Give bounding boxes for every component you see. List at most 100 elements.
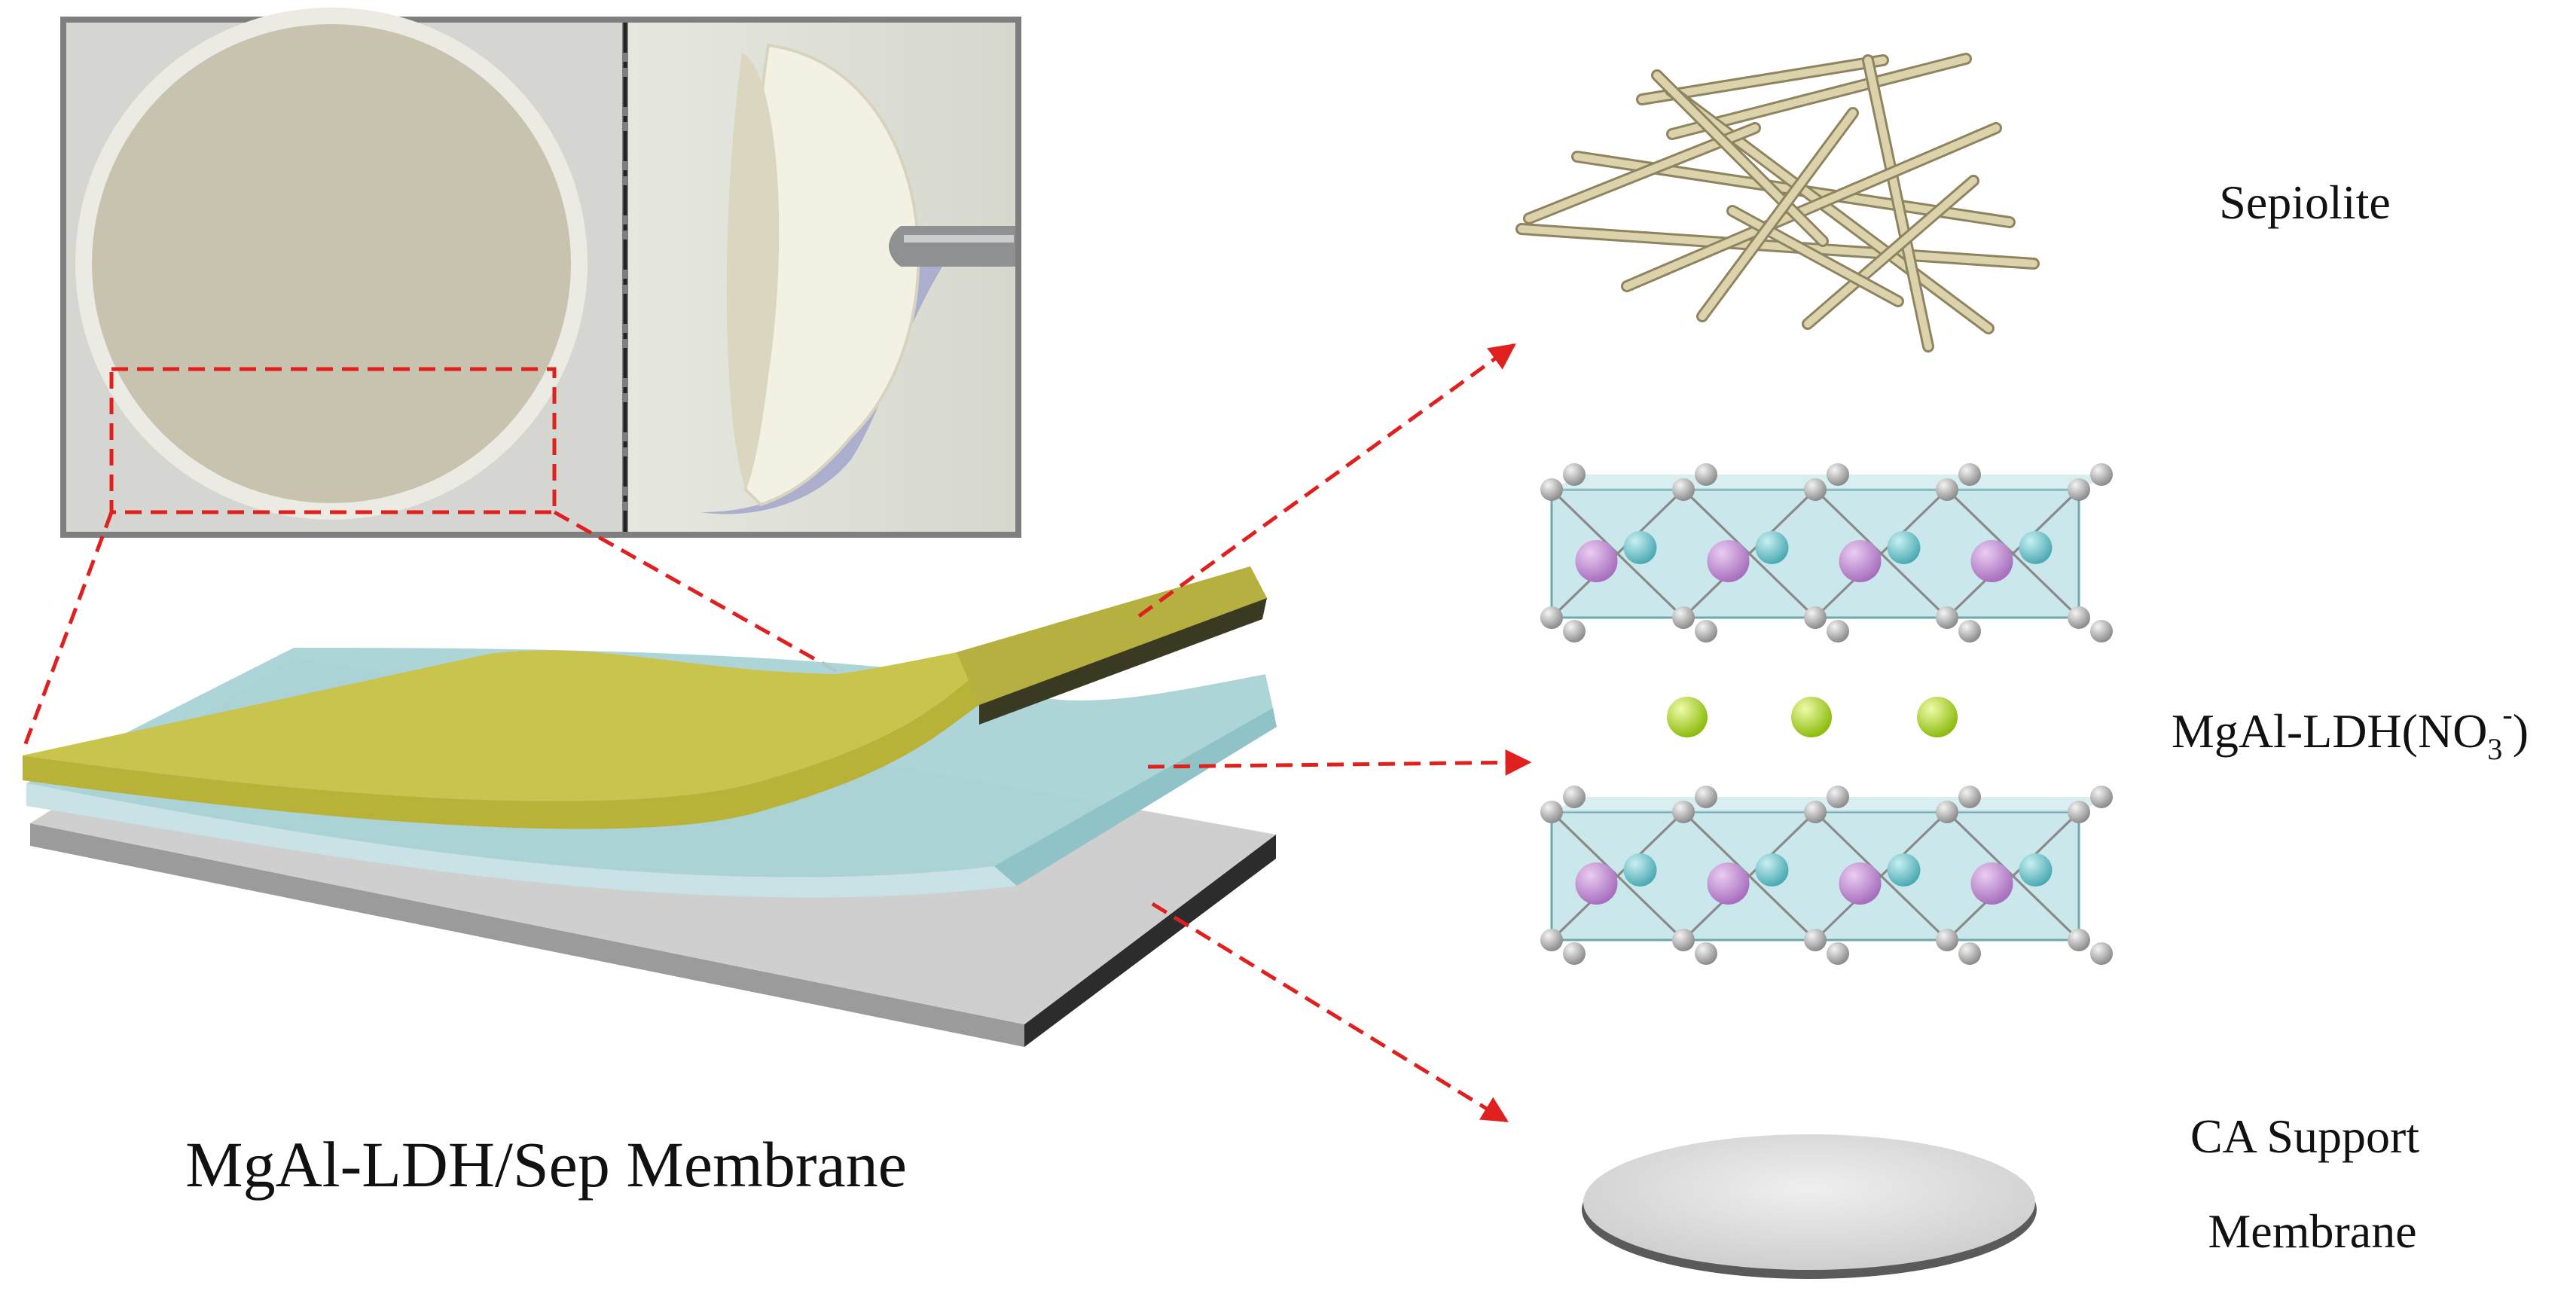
photo-inset (60, 8, 1021, 538)
hydroxyl-atom (2090, 942, 2113, 965)
hydroxyl-atom (1936, 478, 1958, 501)
zoom-line-right (553, 510, 839, 674)
folded-membrane-shade (726, 53, 780, 490)
hydroxyl-atom (2068, 801, 2090, 823)
sep-layer-side (23, 678, 979, 829)
hydroxyl-atom (1695, 620, 1717, 642)
hydroxyl-atom (1936, 929, 1958, 951)
hydroxyl-atom (1540, 478, 1563, 501)
arrow-to-ldh (1147, 749, 1532, 776)
ldh-bond (2012, 552, 2080, 619)
sepiolite-fiber (1653, 72, 1827, 245)
al-cation (1755, 853, 1789, 887)
hydroxyl-atom (1563, 620, 1586, 642)
hydroxyl-atom (1804, 801, 1827, 823)
hydroxyl-atom (1672, 478, 1695, 501)
main-membrane-label: MgAl-LDH/Sep Membrane (185, 1128, 907, 1201)
support-label-line2: Membrane (2208, 1204, 2416, 1258)
hydroxyl-atom (1672, 929, 1695, 951)
al-cation (1887, 853, 1921, 887)
hydroxyl-atom (1827, 463, 1849, 486)
mg-cation (1970, 862, 2013, 905)
ldh-layer-front (994, 708, 1277, 886)
hydroxyl-atom (2068, 606, 2090, 629)
ldh-bond (1880, 552, 1949, 619)
hydroxyl-atom (1958, 786, 1981, 808)
mg-cation (1575, 862, 1618, 905)
hydroxyl-atom (1958, 942, 1981, 965)
mg-cation (1839, 540, 1882, 582)
zoom-region-box (109, 367, 557, 514)
ldh-layer-side (26, 783, 1017, 898)
sepiolite-fiber (1864, 56, 1932, 350)
ldh-bond (1616, 874, 1685, 942)
ldh-label-suffix: ) (2513, 704, 2529, 758)
support-layer-front (1024, 835, 1276, 1047)
hydroxyl-atom (2090, 463, 2113, 486)
hydroxyl-atom (1563, 786, 1586, 808)
ldh-label-subscript: 3 (2487, 732, 2502, 766)
component-arrows (1137, 343, 1532, 1123)
al-cation (2019, 853, 2053, 887)
hydroxyl-atom (1958, 463, 1981, 486)
arrow-to-support (1151, 902, 1509, 1123)
ldh-label: MgAl-LDH(NO3-) (2172, 697, 2529, 766)
sepiolite-fibers (1515, 53, 2040, 352)
hydroxyl-atom (1804, 929, 1827, 951)
nitrate-anion (1791, 697, 1832, 737)
arrow-to-sepiolite (1137, 343, 1516, 618)
ca-support-disc (1582, 1134, 2037, 1279)
mg-cation (1970, 540, 2013, 582)
zoom-line-left (20, 511, 114, 752)
mg-cation (1839, 862, 1882, 905)
sepiolite-fiber (1729, 207, 1902, 305)
hydroxyl-atom (2090, 786, 2113, 808)
hydroxyl-atom (1827, 620, 1849, 642)
mg-cation (1707, 862, 1750, 905)
hydroxyl-atom (1540, 606, 1563, 629)
ldh-layer (1540, 786, 2113, 965)
sepiolite-fiber (1699, 109, 1857, 320)
hydroxyl-atom (1827, 786, 1849, 808)
al-cation (1623, 853, 1657, 887)
hydroxyl-atom (1804, 606, 1827, 629)
hydroxyl-atom (1958, 620, 1981, 642)
hydroxyl-atom (1936, 606, 1958, 629)
mg-cation (1575, 540, 1618, 582)
sepiolite-fiber (1518, 225, 2037, 267)
layered-membrane (23, 566, 1277, 1047)
tweezers (889, 226, 1015, 267)
hydroxyl-atom (1672, 606, 1695, 629)
sepiolite-fiber (1804, 177, 1977, 328)
membrane-photo-disc (92, 24, 571, 503)
hydroxyl-atom (1827, 942, 1849, 965)
ldh-bond (1748, 552, 1817, 619)
sepiolite-label: Sepiolite (2219, 175, 2391, 229)
disc-top (1583, 1134, 2035, 1270)
nitrate-anion (1917, 697, 1958, 737)
sep-layer-top (23, 566, 1267, 801)
al-cation (2019, 531, 2053, 564)
hydroxyl-atom (2068, 929, 2090, 951)
al-cation (1755, 531, 1789, 564)
hydroxyl-atom (1695, 463, 1717, 486)
ldh-label-superscript: - (2502, 697, 2512, 731)
hydroxyl-atom (1936, 801, 1958, 823)
sep-layer-edge (979, 598, 1267, 725)
ldh-crystal-structure (1540, 463, 2113, 965)
hydroxyl-atom (2090, 620, 2113, 642)
ldh-bond (1880, 874, 1949, 942)
mg-cation (1707, 540, 1750, 582)
hydroxyl-atom (1695, 786, 1717, 808)
support-layer-side (30, 823, 1024, 1047)
sepiolite-fiber (1667, 87, 1992, 332)
hydroxyl-atom (1563, 942, 1586, 965)
hydroxyl-atom (1695, 942, 1717, 965)
hydroxyl-atom (1672, 801, 1695, 823)
al-cation (1887, 531, 1921, 564)
ldh-label-prefix: MgAl-LDH(NO (2172, 704, 2488, 758)
hydroxyl-atom (1804, 478, 1827, 501)
nitrate-anion (1667, 697, 1708, 737)
ldh-layer (1540, 463, 2113, 642)
